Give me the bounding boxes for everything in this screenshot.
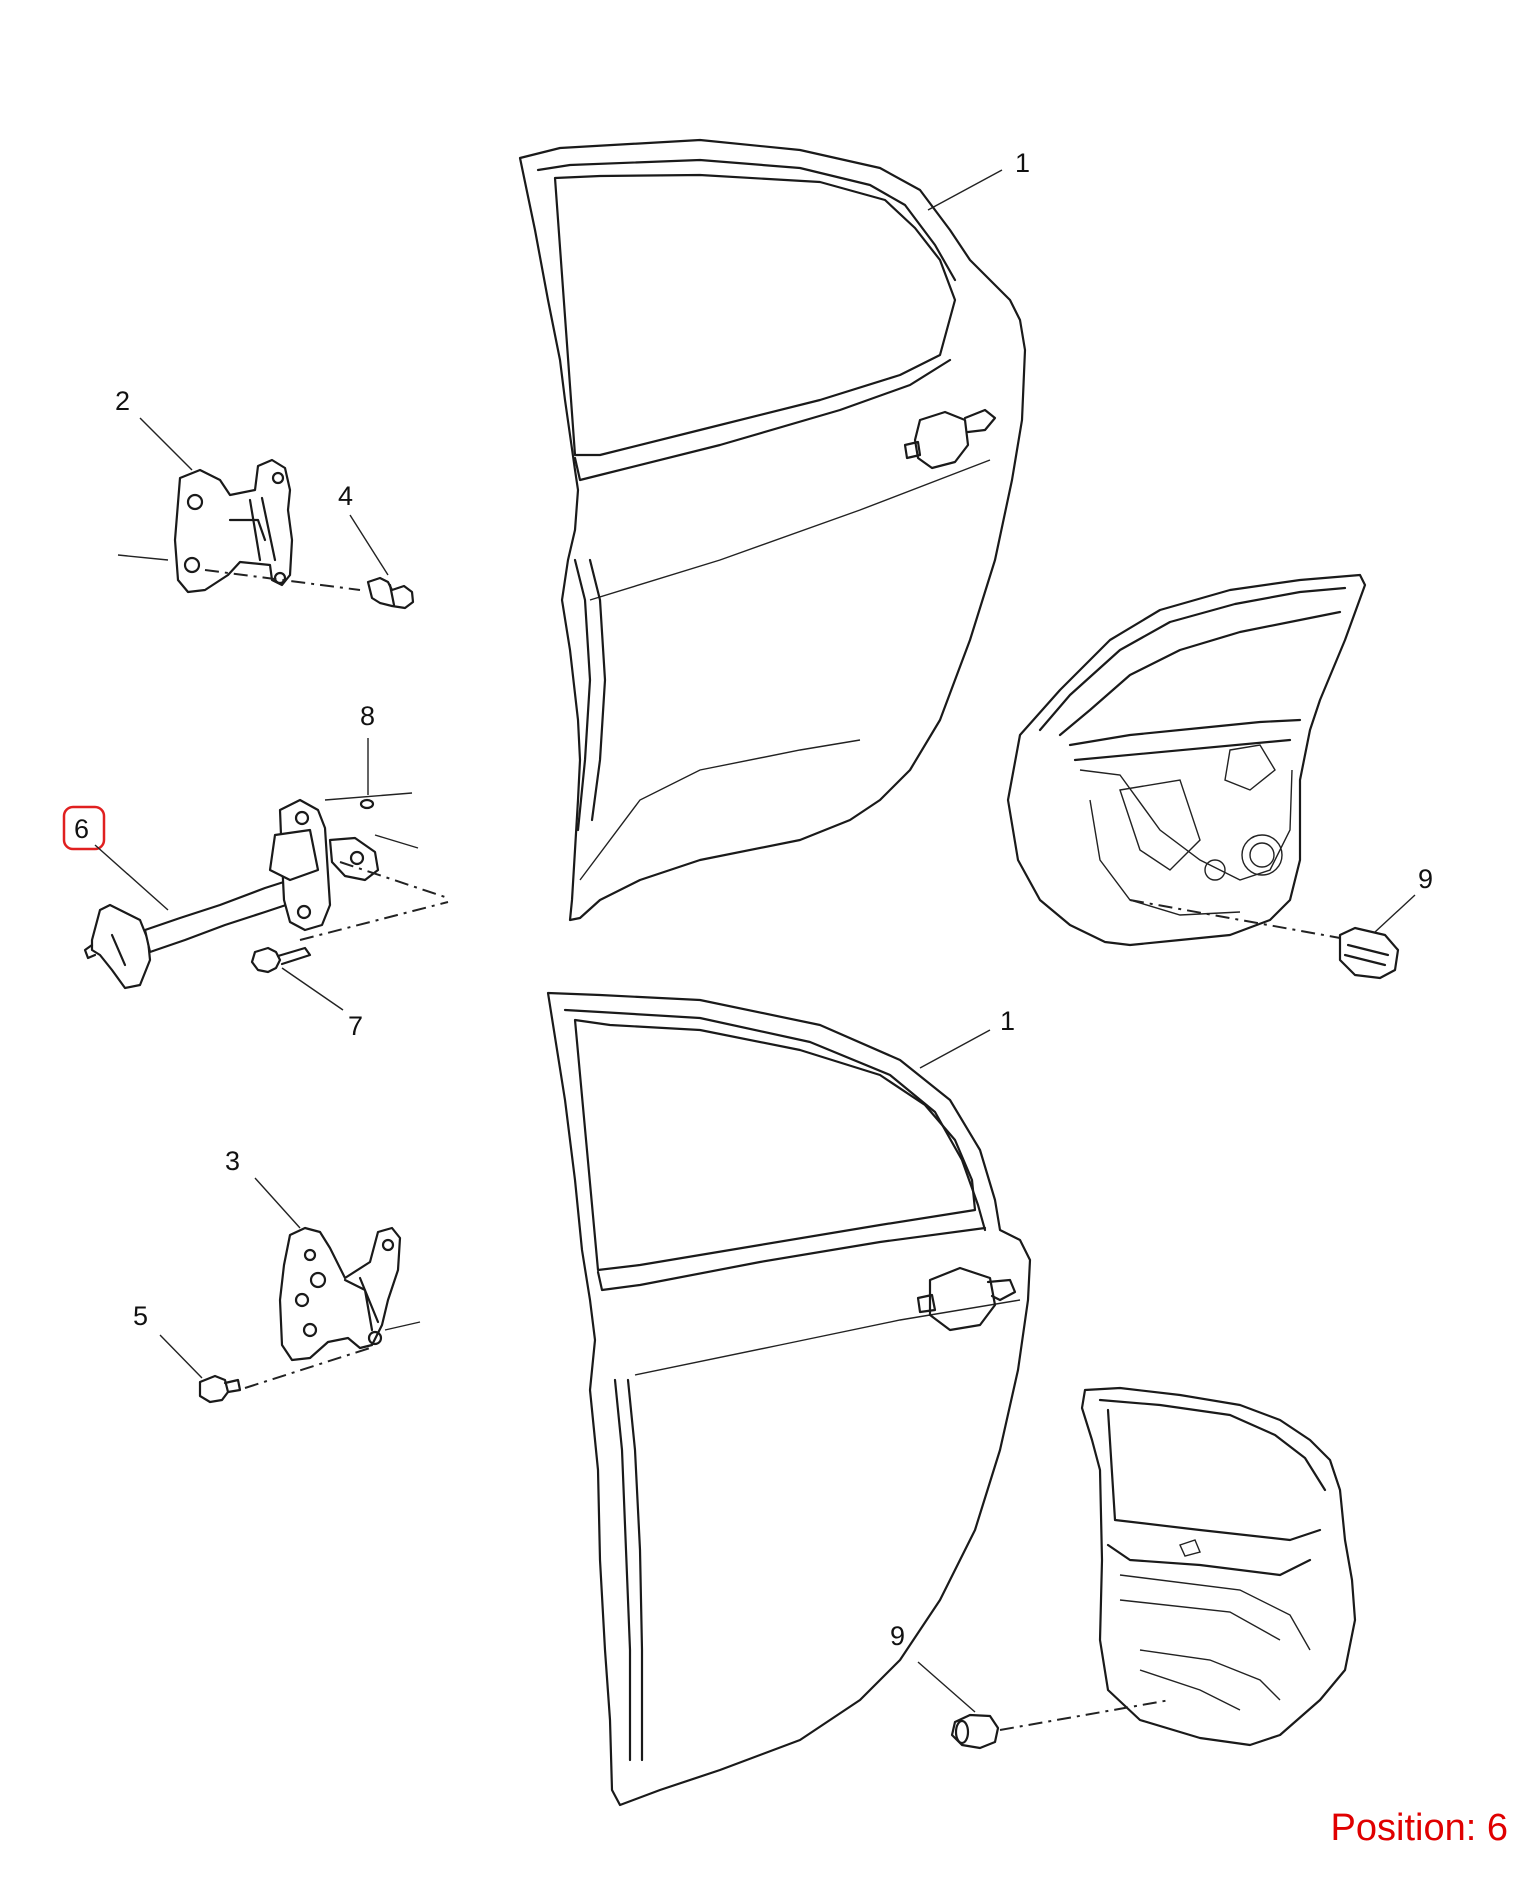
callout-6-highlight (62, 805, 106, 851)
door-check-centerline-1 (339, 861, 449, 899)
position-label: Position: 6 (1330, 1807, 1508, 1849)
leader-4 (349, 514, 389, 576)
door-shell-bottom (546, 991, 1032, 1807)
leader-9-right (1374, 894, 1416, 933)
leader-2 (139, 417, 193, 471)
plug-9-centerline-bottom (999, 1699, 1171, 1731)
callout-8[interactable]: 8 (360, 701, 375, 731)
leader-7 (281, 967, 344, 1011)
plug-9-bottom (950, 1713, 1000, 1750)
leader-1-top (927, 169, 1003, 211)
leader-9-bottom (917, 1661, 976, 1713)
door-check-axis-line-2 (324, 792, 413, 801)
door-check-axis-line (374, 834, 419, 849)
plug-9-centerline-top (1129, 899, 1341, 939)
door-inner-panel-top (1006, 573, 1367, 947)
door-shell-top (518, 138, 1027, 922)
callout-5[interactable]: 5 (133, 1301, 148, 1331)
callout-1-top[interactable]: 1 (1015, 148, 1030, 178)
door-check-centerline-2 (299, 901, 449, 941)
leader-6 (94, 844, 169, 911)
plug-9-top (1338, 926, 1400, 980)
leader-5 (159, 1334, 203, 1379)
lower-hinge (278, 1226, 402, 1362)
washer-8 (359, 798, 375, 810)
callout-9-bottom[interactable]: 9 (890, 1621, 905, 1651)
bolt-7 (250, 946, 312, 974)
bolt-5 (198, 1374, 242, 1404)
callout-9-right[interactable]: 9 (1418, 864, 1433, 894)
callout-4[interactable]: 4 (338, 481, 353, 511)
callout-7[interactable]: 7 (348, 1011, 363, 1041)
hinge-2-axis-line (117, 554, 169, 561)
door-trim-panel-bottom (1080, 1386, 1357, 1747)
leader-1-bottom (919, 1029, 991, 1069)
callout-1-bottom[interactable]: 1 (1000, 1006, 1015, 1036)
callout-3[interactable]: 3 (225, 1146, 240, 1176)
hinge-3-centerline (244, 1347, 371, 1389)
callout-6[interactable]: 6 (74, 814, 89, 844)
hinge-3-axis-line (384, 1321, 421, 1331)
hinge-2-centerline (204, 569, 361, 591)
callout-2[interactable]: 2 (115, 386, 130, 416)
bolt-4 (366, 576, 415, 610)
door-check-strap (83, 798, 380, 990)
leader-3 (254, 1177, 301, 1229)
upper-hinge (173, 458, 294, 594)
